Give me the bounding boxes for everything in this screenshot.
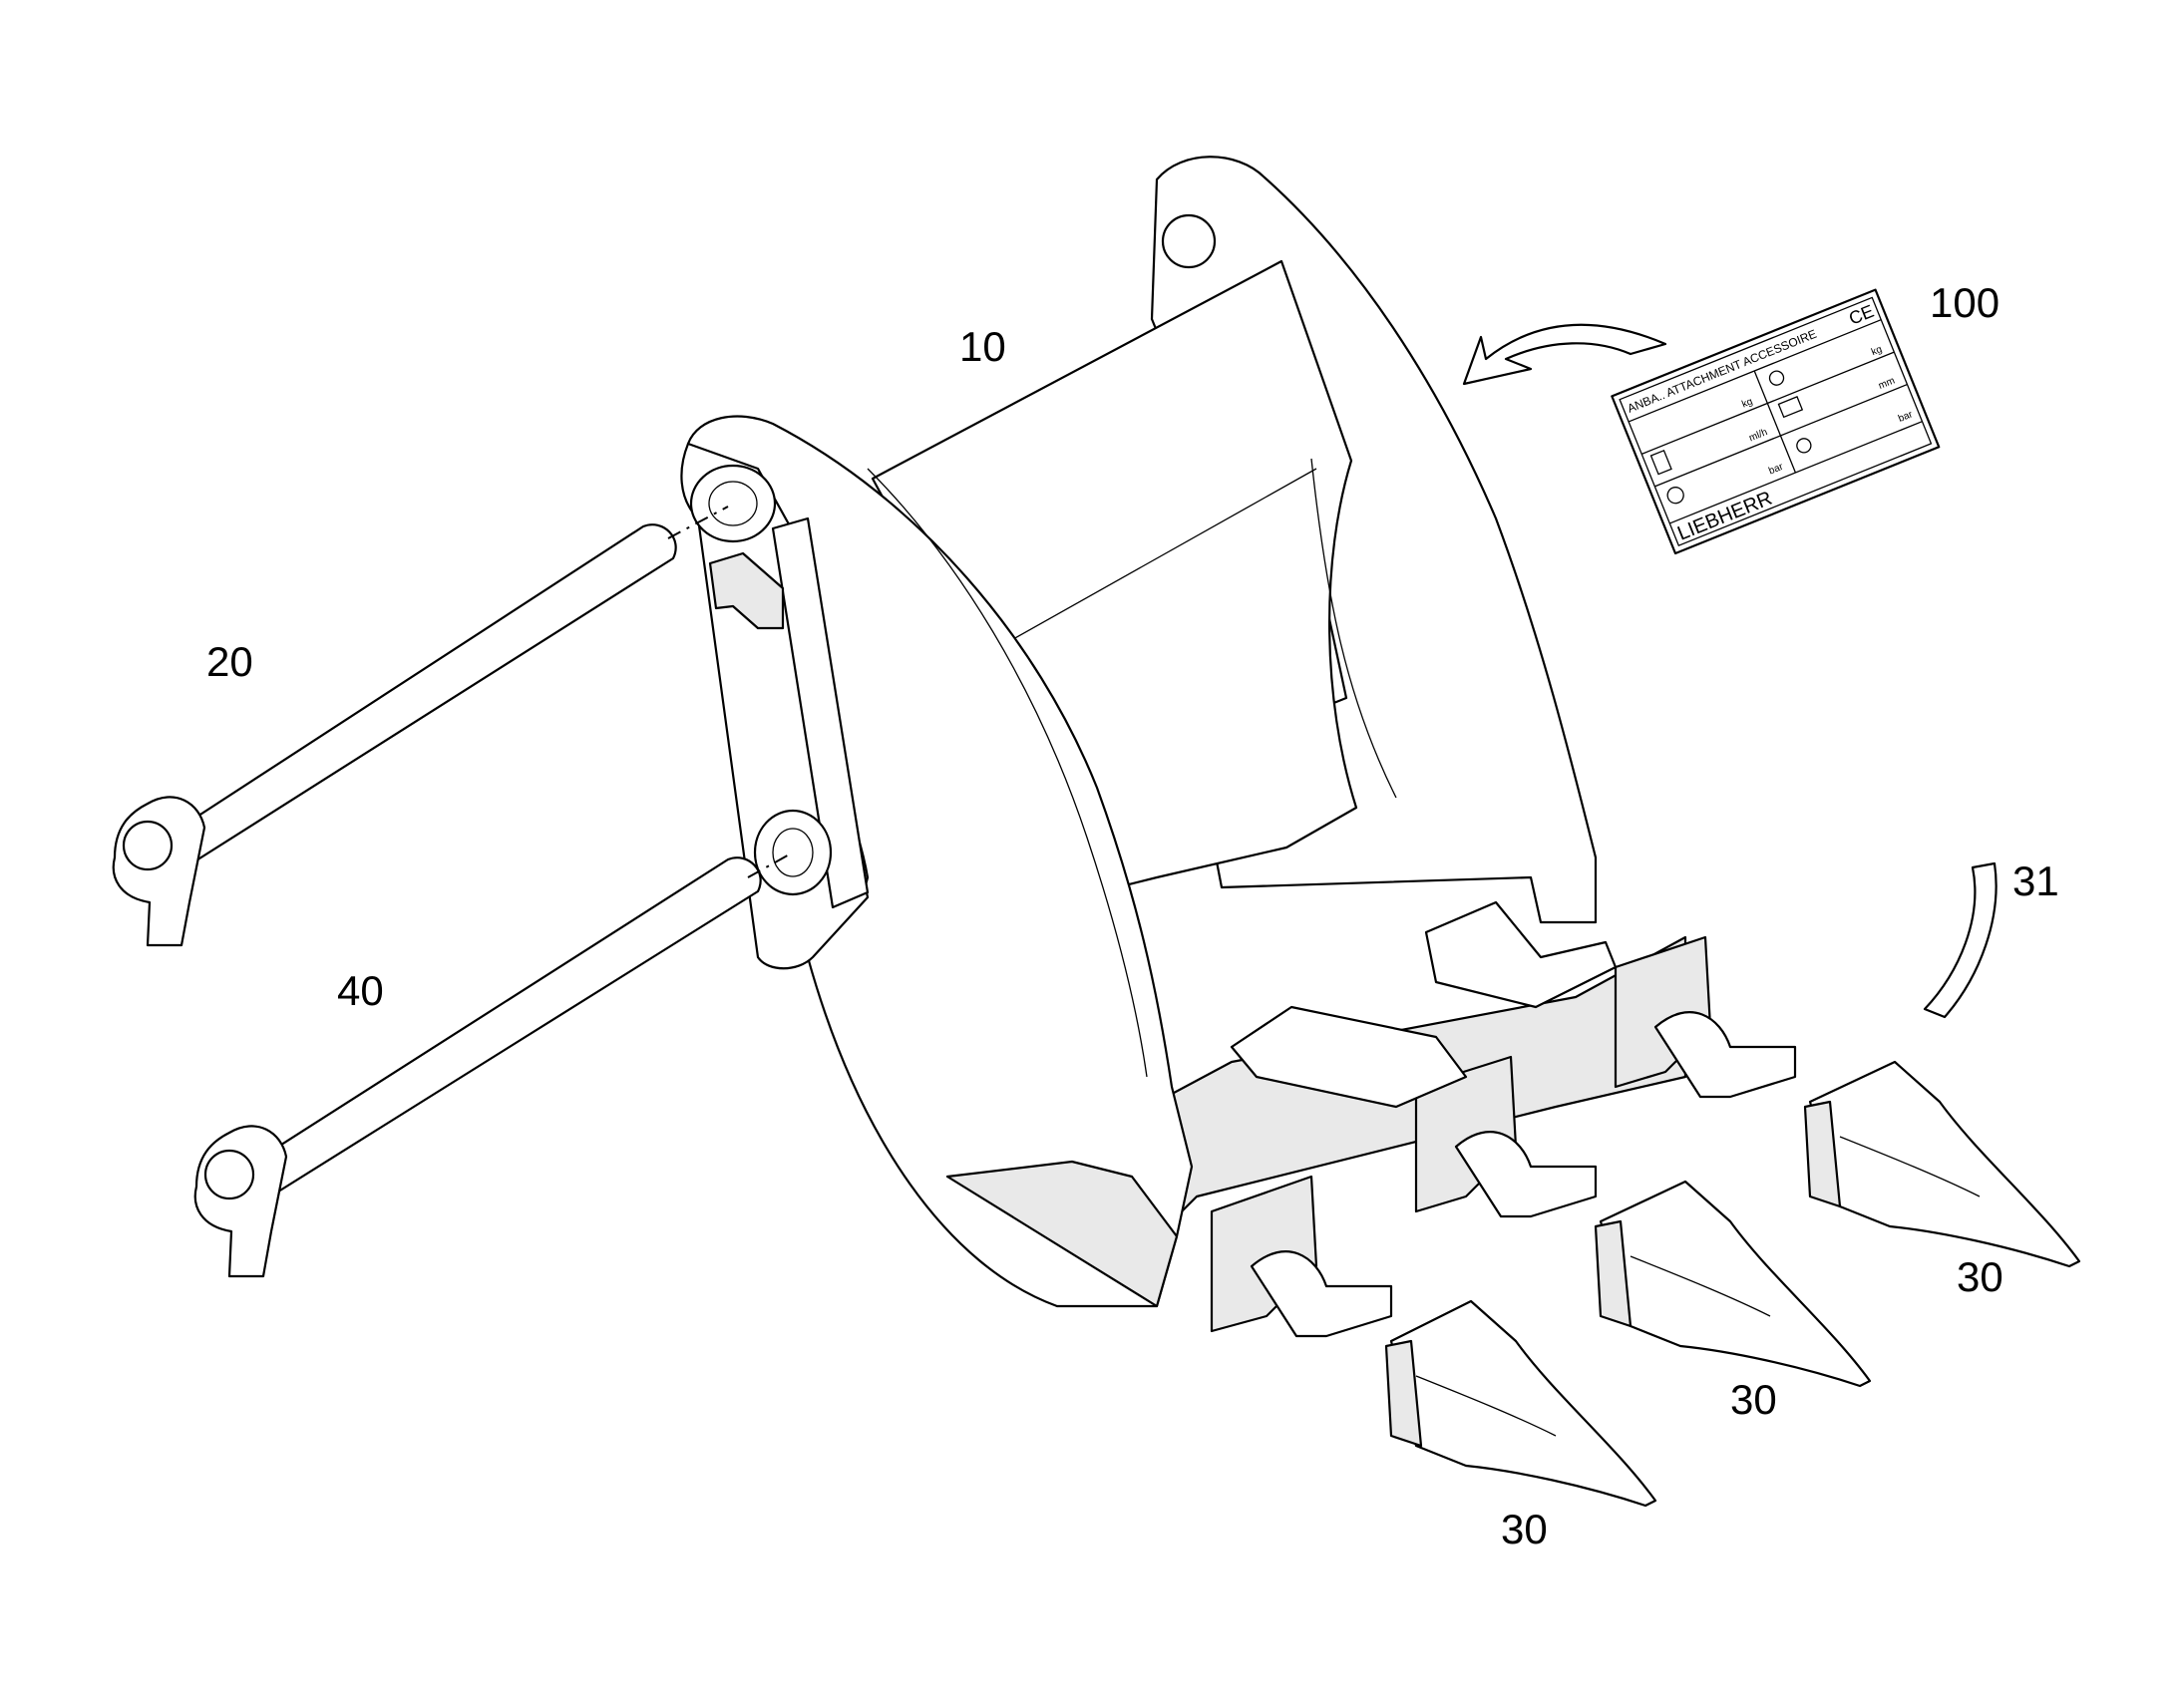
tooth-1 xyxy=(1384,1299,1657,1508)
ref-100: 100 xyxy=(1930,279,1999,326)
plate-unit-kg-1: kg xyxy=(1740,396,1754,410)
tooth-2 xyxy=(1594,1180,1872,1388)
retainer xyxy=(1923,861,1998,1019)
ref-30-left: 30 xyxy=(1501,1506,1548,1552)
lip-wear-block-right xyxy=(1424,900,1618,1009)
plate-location-arrow xyxy=(1462,323,1667,386)
bucket-hinge-eye-lower xyxy=(753,809,833,896)
bucket-heel xyxy=(945,1160,1179,1308)
pin-lower-axis xyxy=(747,852,794,878)
pin-lower xyxy=(193,856,762,1278)
ref-10: 10 xyxy=(959,323,1006,370)
ref-31: 31 xyxy=(2012,857,2059,904)
bucket-hinge-eye-upper xyxy=(689,464,777,543)
bucket-pin-clip xyxy=(708,551,785,630)
lip-wear-block xyxy=(1230,1005,1468,1109)
plate-unit-bar-2: bar xyxy=(1897,409,1915,425)
ref-20: 20 xyxy=(206,638,253,685)
bucket-lug-hole xyxy=(1161,213,1217,269)
ref-40: 40 xyxy=(337,967,384,1014)
ref-30-right: 30 xyxy=(1957,1253,2003,1300)
tooth-adapters xyxy=(1210,900,1797,1338)
ref-30-middle: 30 xyxy=(1730,1376,1777,1423)
bucket-hinge-strip xyxy=(771,516,870,909)
pin-upper xyxy=(112,523,677,947)
pin-upper-axis xyxy=(667,506,729,539)
tooth-3 xyxy=(1803,1060,2081,1268)
plate-unit-bar-1: bar xyxy=(1767,461,1785,477)
name-plate: ANBA.. ATTACHMENT ACCESSOIRE CE kg kg ml… xyxy=(1611,288,1941,555)
bucket xyxy=(680,156,1687,1308)
bucket-back-wall xyxy=(871,259,1358,909)
plate-unit-kg-2: kg xyxy=(1870,344,1884,358)
